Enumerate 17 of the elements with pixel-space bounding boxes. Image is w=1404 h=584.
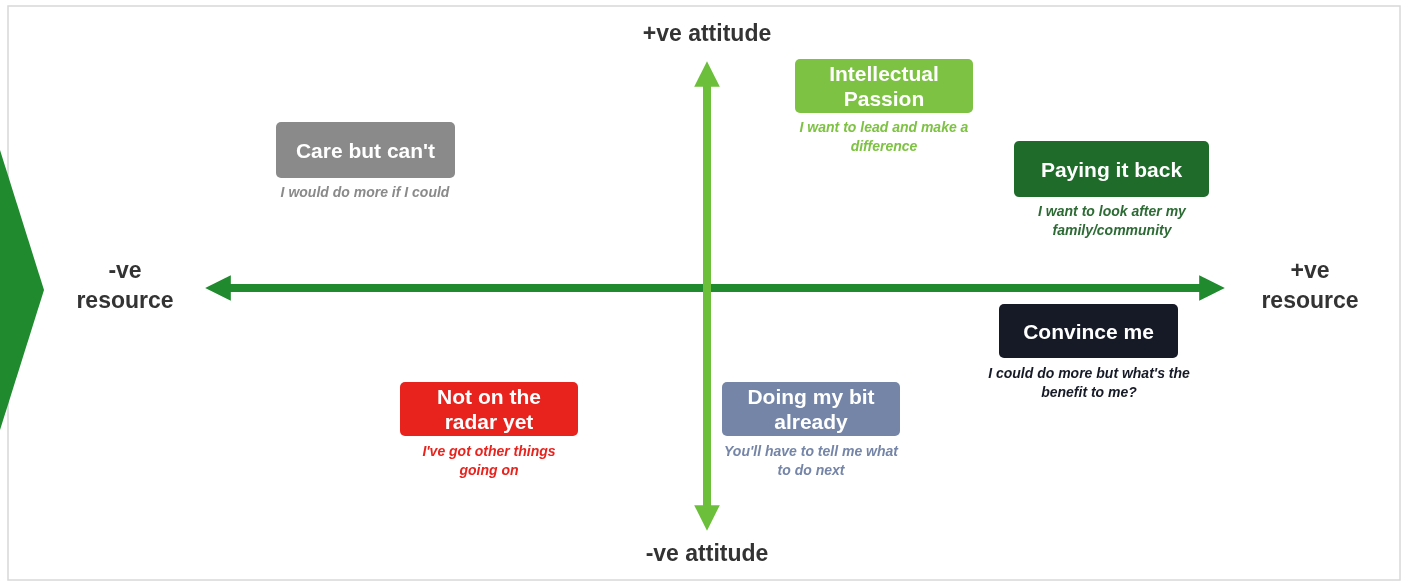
segment-description: I would do more if I could <box>279 183 451 202</box>
axis-label: -ve resource <box>75 256 175 315</box>
segment-box: Intellectual Passion <box>795 59 973 113</box>
segment-box: Convince me <box>999 304 1178 358</box>
axis-label: -ve attitude <box>644 539 770 568</box>
segment-box: Paying it back <box>1014 141 1209 197</box>
segment-description: I could do more but what's the benefit to me? <box>987 364 1191 402</box>
segment-description: I want to lead and make a difference <box>799 118 969 156</box>
segment-description: I've got other things going on <box>421 442 557 480</box>
segment-description: I want to look after my family/community <box>1037 202 1187 240</box>
segment-box: Care but can't <box>276 122 455 178</box>
chevron-shape <box>0 150 44 430</box>
axis-label: +ve resource <box>1260 256 1360 315</box>
segment-box: Doing my bit already <box>722 382 900 436</box>
segment-box: Not on the radar yet <box>400 382 578 436</box>
axis-label: +ve attitude <box>641 19 773 48</box>
segment-description: You'll have to tell me what to do next <box>723 442 900 480</box>
